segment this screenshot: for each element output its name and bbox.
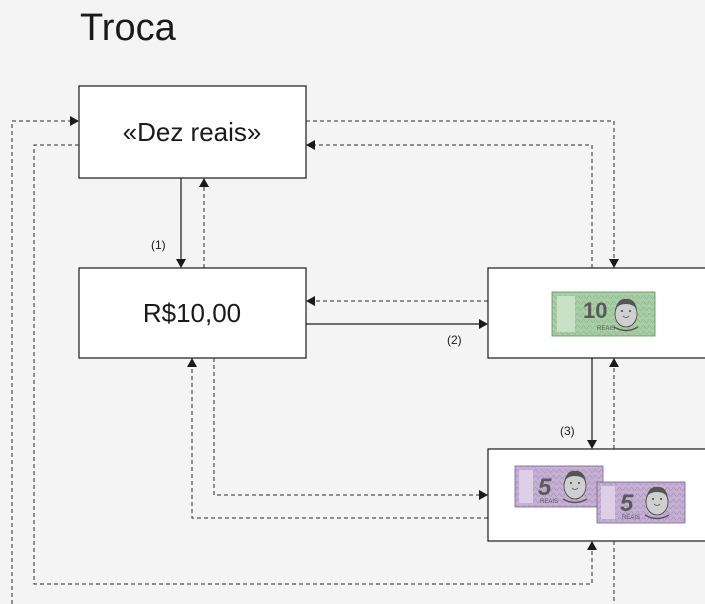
dashed-arrow-ten-to-value — [306, 296, 488, 306]
value-box — [78, 267, 307, 359]
dashed-arrow-fives-to-ten — [609, 358, 619, 449]
solid-arrow-2 — [306, 319, 488, 329]
dashed-arrow-word-to-fives — [33, 144, 597, 585]
step-3-label: (3) — [560, 424, 575, 438]
value-box-label: R$10,00 — [143, 298, 241, 328]
ten-note-text: REAIS — [597, 326, 615, 332]
solid-arrow-1 — [176, 178, 186, 268]
dashed-arrow-fives-to-word — [11, 116, 615, 604]
dashed-arrow-word-to-ten — [306, 120, 619, 268]
step-1-label: (1) — [151, 238, 166, 252]
solid-arrow-3 — [587, 358, 597, 449]
five-reais-banknotes-icon: 5 REAIS 5 REAIS — [514, 465, 686, 524]
dashed-arrow-value-to-fives — [213, 358, 488, 500]
ten-note-denomination: 10 — [583, 298, 607, 323]
word-box — [78, 85, 307, 179]
five-note-text-2: REAIS — [622, 515, 640, 521]
five-note-first: 5 REAIS — [514, 465, 604, 508]
ten-reais-banknote-icon: 10 REAIS — [551, 291, 656, 337]
dashed-arrow-ten-to-word — [306, 140, 593, 268]
step-2-label: (2) — [447, 333, 462, 347]
word-box-label: «Dez reais» — [123, 117, 262, 147]
five-note-denomination-2: 5 — [620, 490, 634, 517]
dashed-arrow-fives-to-value — [187, 358, 488, 519]
five-note-text: REAIS — [540, 499, 558, 505]
diagram-title: Troca — [80, 7, 177, 49]
dashed-arrow-value-to-word — [199, 178, 209, 268]
five-note-denomination: 5 — [538, 474, 552, 501]
five-note-second: 5 REAIS — [596, 481, 686, 524]
